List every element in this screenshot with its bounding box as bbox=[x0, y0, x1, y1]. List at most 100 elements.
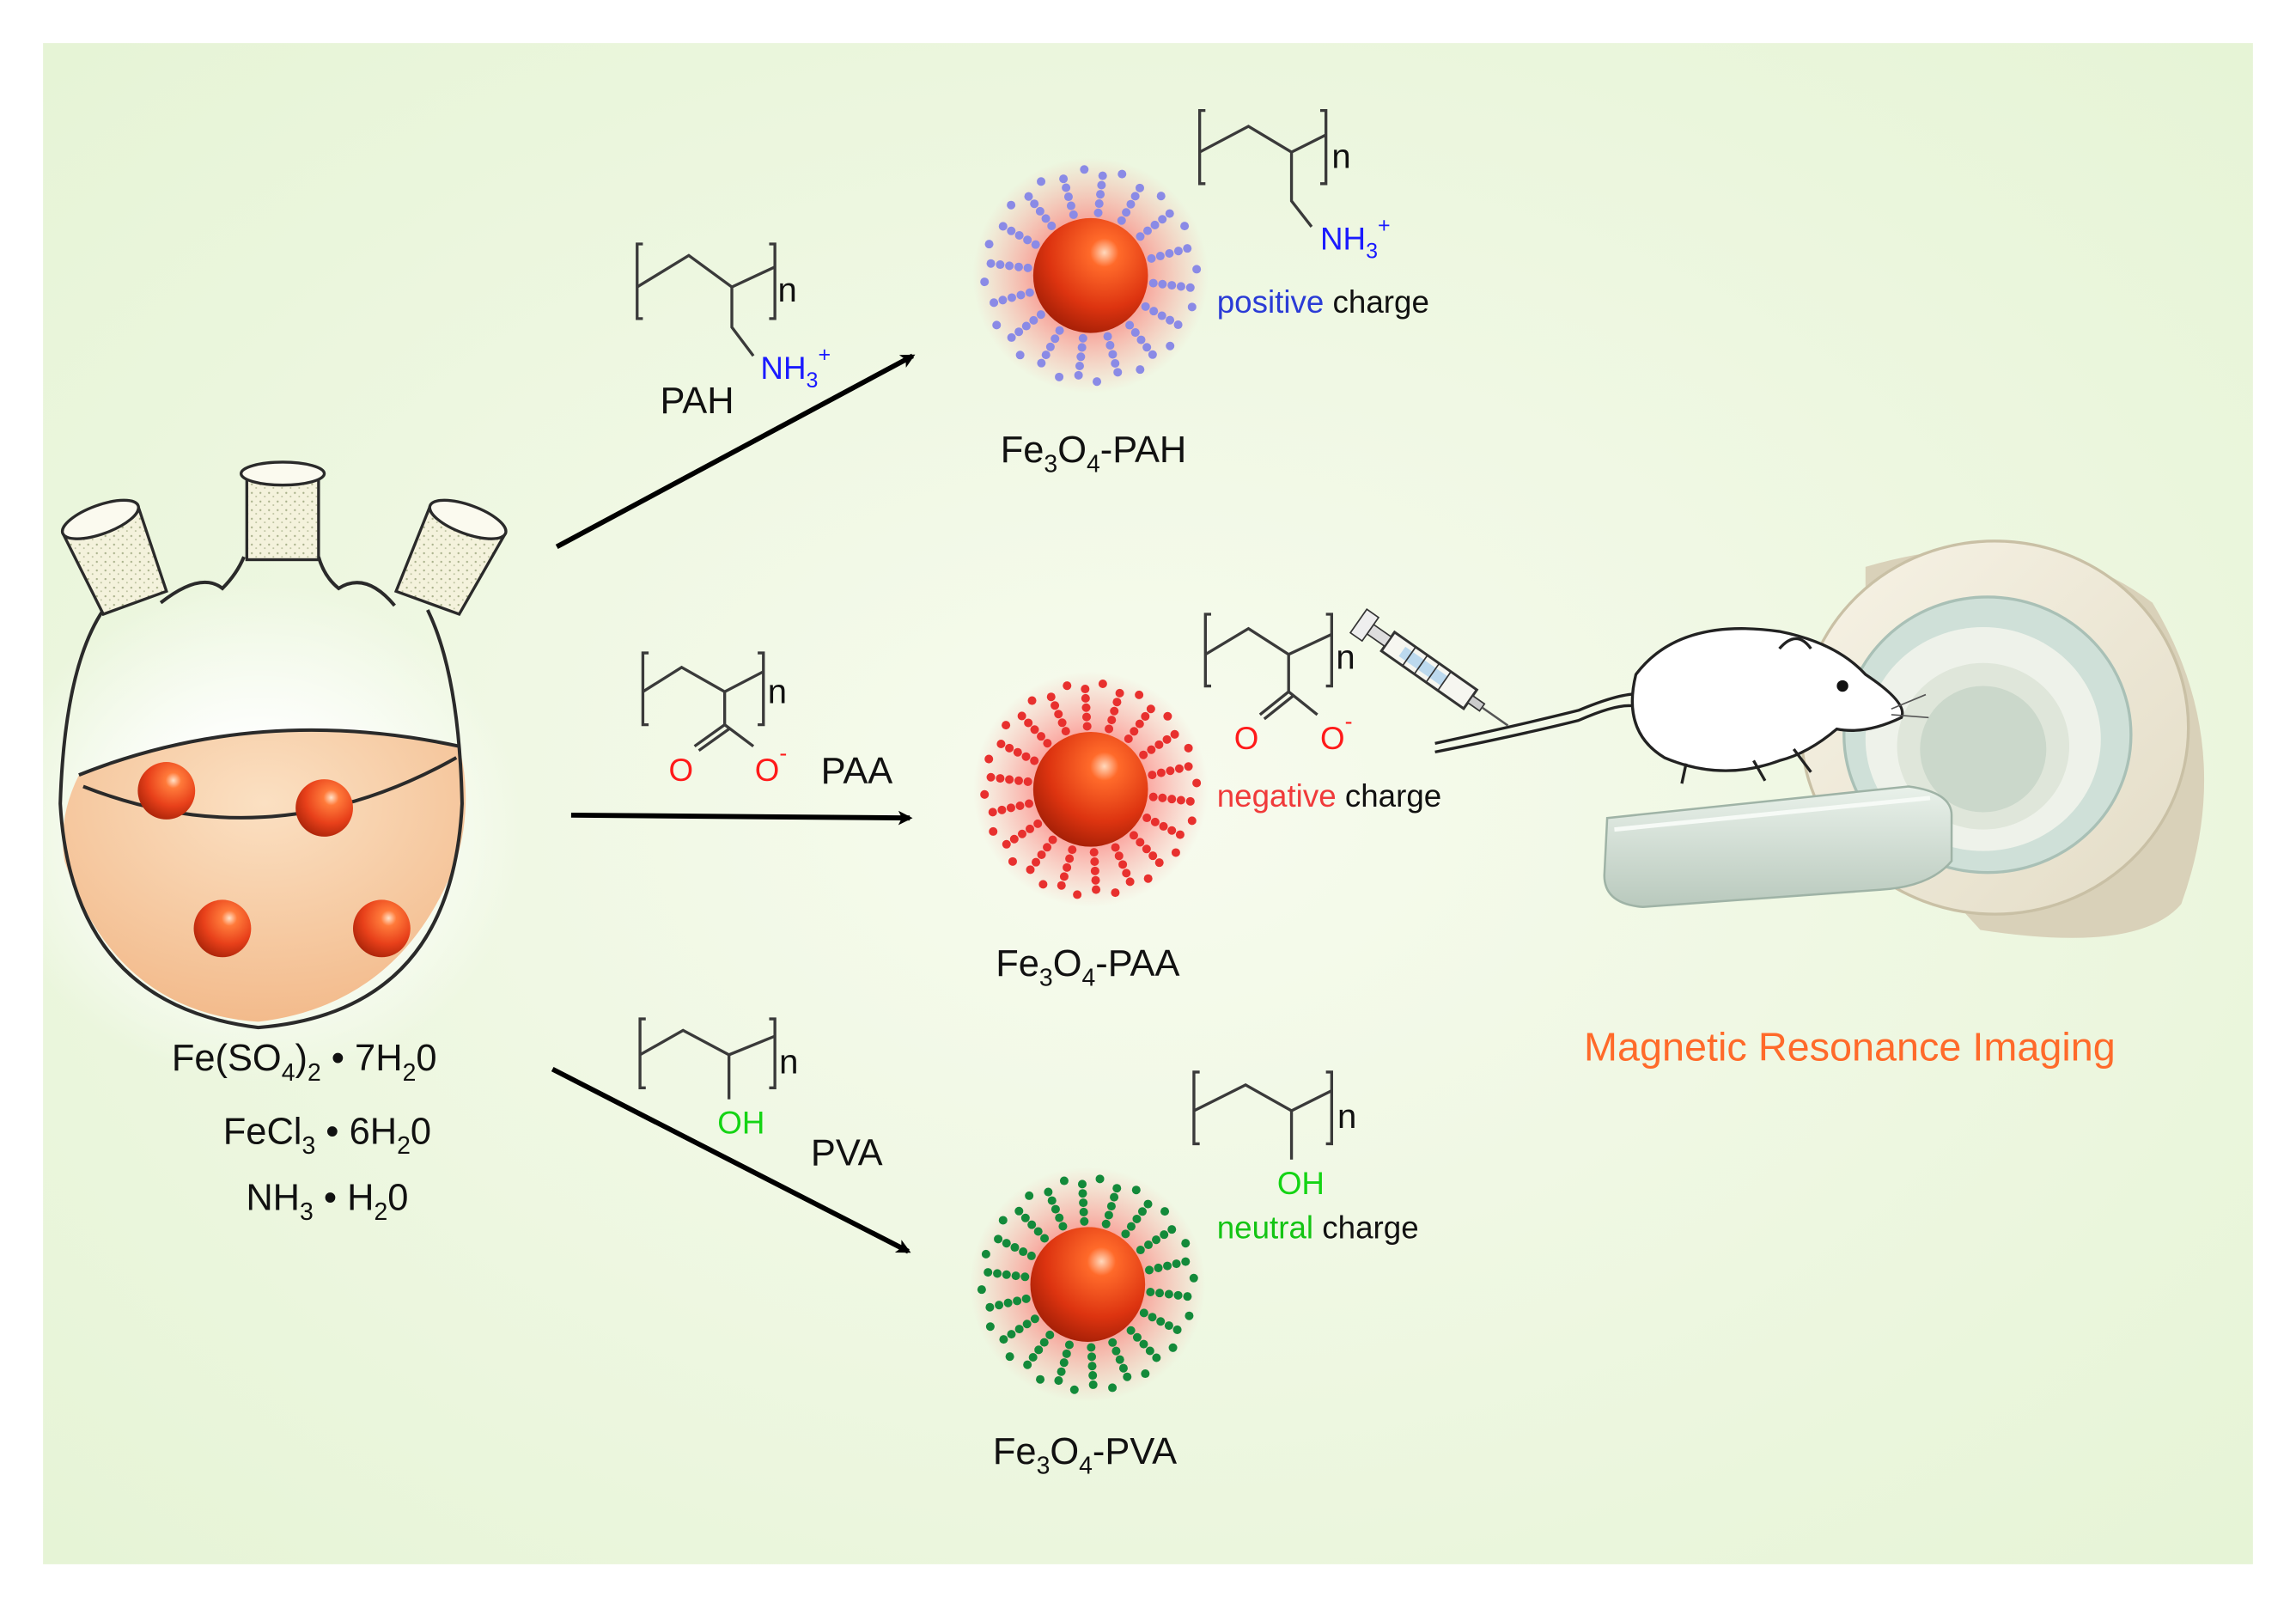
polymer-chain-dot bbox=[1123, 1372, 1132, 1381]
polymer-chain-dot bbox=[1118, 1363, 1128, 1373]
polymer-chain-dot bbox=[1080, 165, 1089, 174]
polymer-chain-dot bbox=[1021, 321, 1031, 331]
polymer-chain-dot bbox=[1057, 1367, 1066, 1376]
polymer-chain-dot bbox=[1146, 704, 1155, 714]
polymer-chain-dot bbox=[1014, 230, 1024, 240]
nanoparticle bbox=[193, 899, 252, 958]
polymer-chain-dot bbox=[1136, 365, 1145, 375]
svg-text:n: n bbox=[1336, 638, 1355, 676]
flask-neck-middle bbox=[239, 460, 326, 562]
polymer-chain-dot bbox=[1015, 350, 1025, 360]
polymer-chain-dot bbox=[1154, 858, 1164, 868]
polymer-chain-dot bbox=[1078, 333, 1087, 343]
polymer-chain-dot bbox=[1121, 1229, 1130, 1239]
polymer-chain-dot bbox=[1079, 1207, 1088, 1216]
polymer-chain-dot bbox=[1082, 722, 1092, 731]
polymer-chain-dot bbox=[1165, 249, 1174, 259]
polymer-chain-dot bbox=[984, 1268, 993, 1277]
polymer-chain-dot bbox=[1039, 1338, 1049, 1347]
svg-text:n: n bbox=[777, 271, 796, 309]
arrow-to-pah bbox=[555, 353, 916, 550]
polymer-chain-dot bbox=[1158, 793, 1167, 802]
polymer-chain-dot bbox=[1019, 1247, 1028, 1257]
polymer-chain-dot bbox=[1023, 235, 1032, 245]
polymer-chain-dot bbox=[1016, 290, 1026, 300]
polymer-chain-dot bbox=[1081, 685, 1090, 694]
polymer-chain-dot bbox=[1149, 307, 1159, 316]
polymer-chain-dot bbox=[996, 260, 1005, 270]
polymer-chain-dot bbox=[1002, 721, 1011, 730]
polymer-chain-dot bbox=[1164, 1289, 1173, 1299]
polymer-chain-dot bbox=[1026, 865, 1035, 875]
polymer-chain-dot bbox=[1131, 1185, 1141, 1195]
polymer-chain-dot bbox=[1112, 1184, 1122, 1193]
polymer-chain-dot bbox=[1108, 350, 1118, 359]
polymer-chain-dot bbox=[1010, 1243, 1020, 1253]
polymer-chain-dot bbox=[1141, 1369, 1150, 1379]
polymer-chain-dot bbox=[1111, 888, 1120, 898]
mri-table bbox=[1603, 785, 1953, 909]
polymer-chain-dot bbox=[1144, 1265, 1154, 1275]
polymer-chain-dot bbox=[1135, 183, 1144, 192]
polymer-chain-dot bbox=[1062, 183, 1071, 192]
product-label-pah: Fe3O4-PAH bbox=[1001, 430, 1187, 478]
polymer-chain-dot bbox=[1028, 1352, 1038, 1362]
polymer-chain-dot bbox=[1078, 1189, 1087, 1198]
polymer-chain-dot bbox=[1108, 1383, 1118, 1393]
polymer-chain-dot bbox=[981, 1249, 990, 1259]
polymer-chain-dot bbox=[1059, 872, 1069, 881]
polymer-chain-dot bbox=[1007, 226, 1016, 235]
polymer-chain-dot bbox=[1171, 848, 1180, 857]
polymer-chain-dot bbox=[1007, 200, 1016, 210]
polymer-chain-dot bbox=[1159, 821, 1168, 831]
polymer-chain-dot bbox=[1154, 1263, 1163, 1272]
polymer-chain-dot bbox=[1061, 727, 1070, 736]
polymer-chain-dot bbox=[1184, 762, 1193, 771]
polymer-chain-dot bbox=[1014, 262, 1023, 271]
polymer-chain-dot bbox=[1005, 1352, 1014, 1362]
pah-structure-right: n NH3+ bbox=[1197, 108, 1391, 264]
polymer-chain-dot bbox=[1111, 358, 1120, 368]
polymer-chain-dot bbox=[1122, 869, 1131, 878]
polymer-chain-dot bbox=[1183, 1292, 1192, 1301]
polymer-chain-dot bbox=[1143, 874, 1153, 883]
charge-label-pva: neutral charge bbox=[1217, 1210, 1419, 1246]
polymer-chain-dot bbox=[1192, 778, 1202, 788]
polymer-chain-dot bbox=[1136, 838, 1145, 847]
polymer-chain-dot bbox=[1059, 174, 1069, 184]
nanoparticle bbox=[352, 899, 411, 958]
arrow-to-paa bbox=[570, 810, 913, 826]
polymer-chain-dot bbox=[1185, 796, 1195, 806]
polymer-chain-dot bbox=[1003, 1298, 1013, 1307]
polymer-chain-dot bbox=[1136, 335, 1146, 344]
np-pva bbox=[970, 1167, 1206, 1403]
polymer-chain-dot bbox=[1152, 1235, 1161, 1245]
polymer-chain-dot bbox=[1173, 1290, 1183, 1300]
polymer-chain-dot bbox=[1081, 703, 1091, 712]
polymer-chain-dot bbox=[1185, 283, 1195, 292]
polymer-chain-dot bbox=[1069, 1385, 1079, 1394]
polymer-chain-dot bbox=[1007, 1330, 1016, 1339]
polymer-chain-dot bbox=[1007, 293, 1016, 302]
arrow-to-pva bbox=[551, 1066, 911, 1254]
polymer-chain-dot bbox=[1088, 1371, 1098, 1381]
polymer-chain-dot bbox=[1170, 729, 1179, 739]
polymer-chain-dot bbox=[1017, 711, 1026, 721]
polymer-chain-dot bbox=[1113, 368, 1123, 377]
polymer-chain-dot bbox=[1103, 332, 1112, 341]
polymer-chain-dot bbox=[1024, 799, 1034, 808]
polymer-chain-dot bbox=[1158, 279, 1167, 289]
polymer-chain-dot bbox=[1077, 343, 1087, 352]
polymer-chain-dot bbox=[1002, 1270, 1011, 1279]
polymer-chain-dot bbox=[1137, 1207, 1147, 1216]
polymer-chain-dot bbox=[1115, 1355, 1124, 1364]
polymer-chain-dot bbox=[1184, 743, 1193, 753]
polymer-chain-dot bbox=[1167, 281, 1177, 290]
svg-text:n: n bbox=[779, 1044, 798, 1082]
polymer-chain-dot bbox=[1087, 1352, 1097, 1362]
polymer-chain-dot bbox=[1192, 265, 1202, 274]
polymer-chain-dot bbox=[1035, 206, 1044, 216]
polymer-chain-dot bbox=[1037, 358, 1046, 368]
polymer-chain-dot bbox=[1030, 199, 1039, 209]
polymer-chain-dot bbox=[1046, 692, 1056, 702]
